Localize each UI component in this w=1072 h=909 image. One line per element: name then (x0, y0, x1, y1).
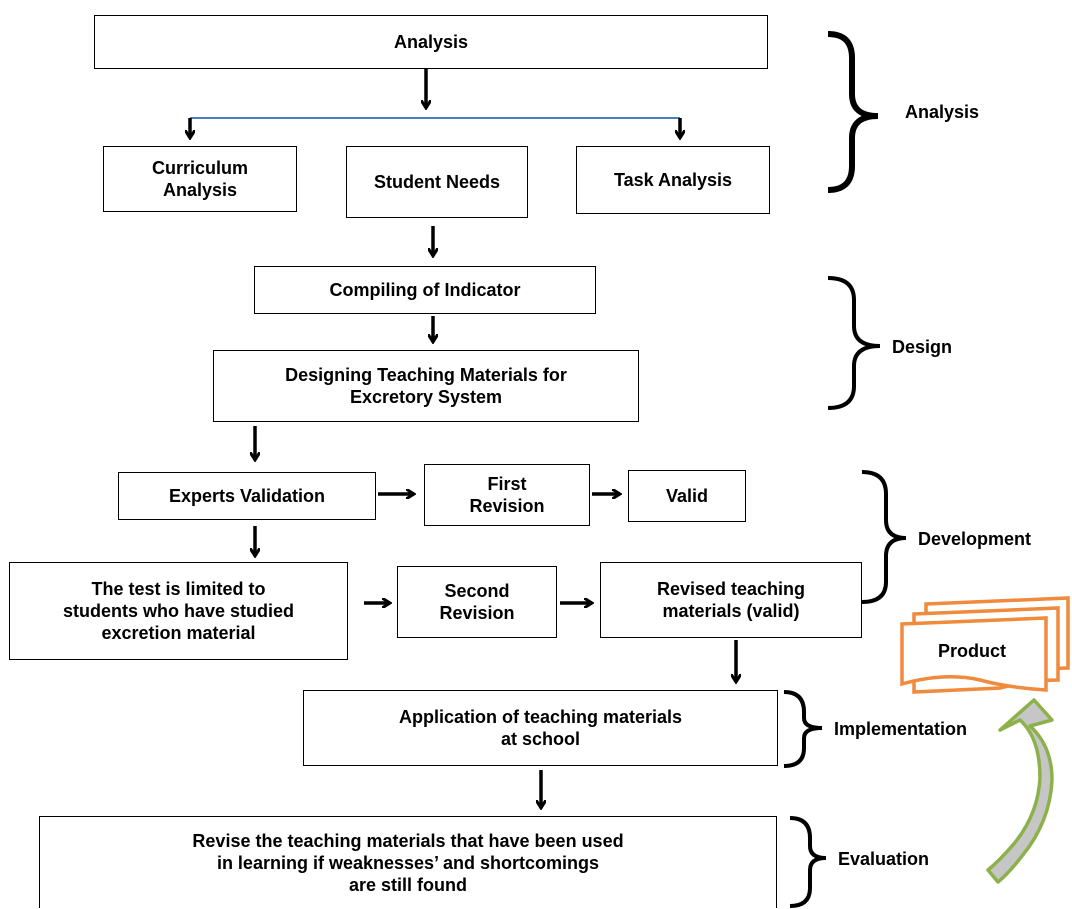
phase-label-design: Design (892, 337, 953, 357)
box-analysis: Analysis (94, 15, 768, 69)
box-revise-materials: Revise the teaching materials that have … (39, 816, 777, 908)
box-curriculum-analysis: Curriculum Analysis (103, 146, 297, 212)
box-revised-materials: Revised teaching materials (valid) (600, 562, 862, 638)
brace-design (827, 276, 881, 410)
phase-label-development: Development (918, 529, 1032, 549)
phase-label-evaluation: Evaluation (838, 849, 930, 869)
box-second-revision: Second Revision (397, 566, 557, 638)
cycle-arrow-icon (986, 698, 1054, 884)
brace-implementation (783, 690, 823, 768)
box-test-limited: The test is limited to students who have… (9, 562, 348, 660)
product-label: Product (938, 641, 1007, 661)
box-first-revision: First Revision (424, 464, 590, 526)
product-icon (900, 596, 1070, 694)
box-task-analysis: Task Analysis (576, 146, 770, 214)
brace-evaluation (789, 816, 827, 908)
box-experts-validation: Experts Validation (118, 472, 376, 520)
box-student-needs: Student Needs (346, 146, 528, 218)
box-designing-materials: Designing Teaching Materials for Excreto… (213, 350, 639, 422)
box-valid: Valid (628, 470, 746, 522)
phase-label-analysis: Analysis (905, 102, 980, 122)
box-application: Application of teaching materials at sch… (303, 690, 778, 766)
box-compiling-indicator: Compiling of Indicator (254, 266, 596, 314)
brace-analysis (827, 31, 879, 193)
phase-label-implementation: Implementation (834, 719, 968, 739)
brace-development (861, 470, 907, 604)
